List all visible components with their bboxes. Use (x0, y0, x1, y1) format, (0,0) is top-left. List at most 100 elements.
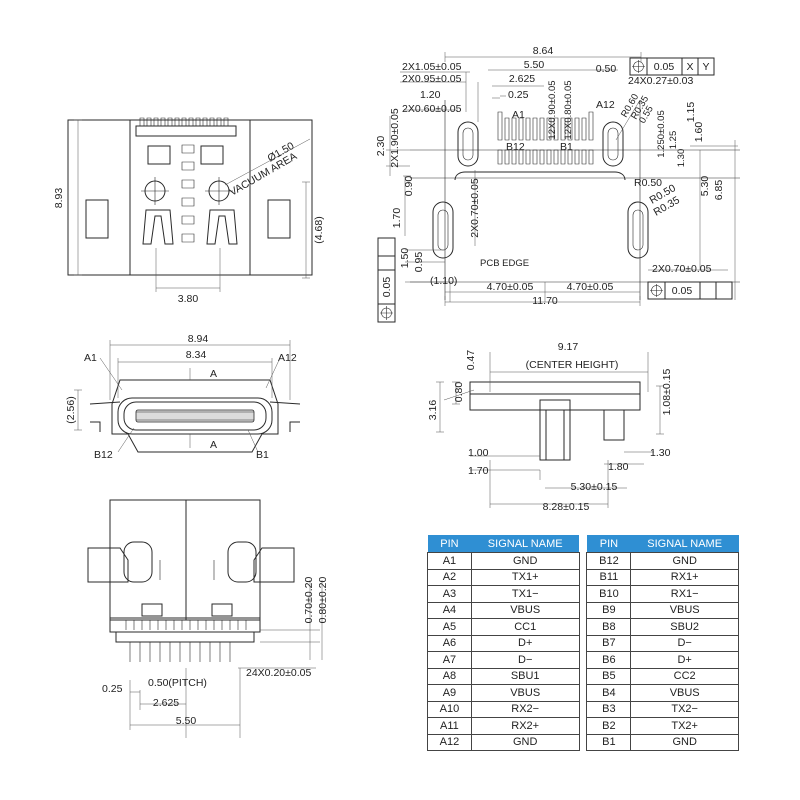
front-label-a-top: A (210, 368, 217, 380)
pcb-dim-110: (1.10) (430, 275, 457, 287)
signal-cell: D− (630, 634, 739, 652)
bottom-dim-24x020: 24X0.20±0.05 (246, 667, 311, 679)
side-dim-316: 3.16 (427, 400, 439, 421)
signal-cell: D+ (630, 651, 739, 669)
pcb-dim-130: 1.30 (676, 149, 687, 168)
pcb-slot-bottom-left (432, 201, 454, 259)
pin-cell: A9 (427, 684, 472, 702)
tol-top-x: X (686, 61, 693, 73)
pcb-dim-550: 5.50 (524, 59, 545, 71)
pcb-label-b12: B12 (506, 141, 525, 153)
gap-cell (579, 586, 587, 603)
signal-cell: TX2+ (630, 717, 739, 735)
pcb-dim-120: 1.20 (420, 89, 441, 101)
pcb-dim-125: 1.25 (668, 131, 679, 150)
top-view-shell (129, 119, 251, 276)
side-dim-530: 5.30±0.15 (571, 481, 618, 493)
bottom-view-pad-right (211, 603, 233, 617)
header-signal-b: SIGNAL NAME (630, 535, 739, 553)
pin-cell: A8 (427, 667, 472, 685)
pcb-dim-864: 8.64 (533, 45, 554, 57)
front-label-a12: A12 (278, 352, 297, 364)
pcb-dim-685: 6.85 (713, 180, 725, 201)
pin-cell: B8 (586, 618, 632, 636)
signal-cell: GND (630, 733, 739, 751)
front-label-a-bottom: A (210, 439, 217, 451)
pcb-dim-050: 0.50 (596, 63, 617, 75)
top-view-pad-right (200, 145, 224, 165)
top-height-label: 8.93 (53, 188, 65, 209)
gap-cell (579, 734, 587, 751)
signal-cell: RX1− (630, 585, 739, 603)
pcb-dim-530: 5.30 (699, 176, 711, 197)
pin-table-header: PIN SIGNAL NAME PIN SIGNAL NAME (427, 535, 739, 553)
top-view-left-tab (85, 199, 109, 239)
side-dim-180: 1.80 (608, 461, 629, 473)
signal-cell: GND (470, 552, 580, 570)
signal-cell: GND (470, 733, 580, 751)
bottom-view-side-tabs (87, 547, 295, 583)
pcb-dim-160: 1.60 (693, 122, 705, 143)
pcb-dim-r050a: R0.50 (634, 177, 662, 189)
signal-cell: VBUS (470, 684, 580, 702)
gap-cell (579, 569, 587, 586)
front-view-tongue (135, 409, 255, 423)
front-view-opening-inner (123, 401, 267, 431)
tolerance-frame-vertical: 0.05 (377, 237, 396, 323)
bottom-dim-550: 5.50 (176, 715, 197, 727)
pcb-label-a1: A1 (512, 109, 525, 121)
table-gap (579, 535, 587, 553)
pcb-dim-1170: 11.70 (532, 295, 558, 307)
pcb-dim-170: 1.70 (391, 208, 403, 229)
front-dim-894: 8.94 (188, 333, 209, 345)
pcb-dim-470a: 4.70±0.05 (487, 281, 534, 293)
gap-cell (579, 701, 587, 718)
side-view-center-pin (539, 399, 571, 461)
pcb-dim-24x027: 24X0.27±0.03 (628, 75, 693, 87)
bottom-view-body (109, 499, 261, 621)
top-view: 8.93 Ø1.50 VACUUM AREA (4.68) 3.80 (53, 117, 325, 305)
pcb-dim-2x070v: 2X0.70±0.05 (469, 178, 481, 238)
pin-cell: A10 (427, 700, 472, 718)
pcb-label-a12: A12 (596, 99, 615, 111)
pcb-dim-12x080: 12X0.80±0.05 (563, 80, 574, 139)
pin-cell: A5 (427, 618, 472, 636)
signal-cell: VBUS (470, 601, 580, 619)
pin-cell: B4 (586, 684, 632, 702)
pin-cell: A1 (427, 552, 472, 570)
side-center-height: (CENTER HEIGHT) (526, 359, 619, 371)
pcb-dim-2x060: 2X0.60±0.05 (402, 103, 462, 115)
front-dim-834: 8.34 (186, 349, 207, 361)
bottom-view-left-mount (123, 541, 153, 583)
signal-cell: RX2+ (470, 717, 580, 735)
signal-cell: D+ (470, 634, 580, 652)
pin-cell: B7 (586, 634, 632, 652)
bottom-dim-025: 0.25 (102, 683, 123, 695)
pin-cell: A4 (427, 601, 472, 619)
bottom-view-pad-left (141, 603, 163, 617)
pcb-slot-bottom-right (627, 201, 649, 259)
front-view-shell (111, 379, 279, 453)
pin-cell: A6 (427, 634, 472, 652)
gap-cell (579, 685, 587, 702)
tol-vertical-value: 0.05 (381, 277, 393, 298)
gap-cell (579, 635, 587, 652)
signal-cell: VBUS (630, 601, 739, 619)
pcb-dim-2625: 2.625 (509, 73, 535, 85)
pcb-dim-2x095: 2X0.95±0.05 (402, 73, 462, 85)
gap-cell (579, 619, 587, 636)
top-view-pad-left (147, 145, 171, 165)
pcb-label-b1: B1 (560, 141, 573, 153)
top-view-right-tab (267, 199, 291, 239)
